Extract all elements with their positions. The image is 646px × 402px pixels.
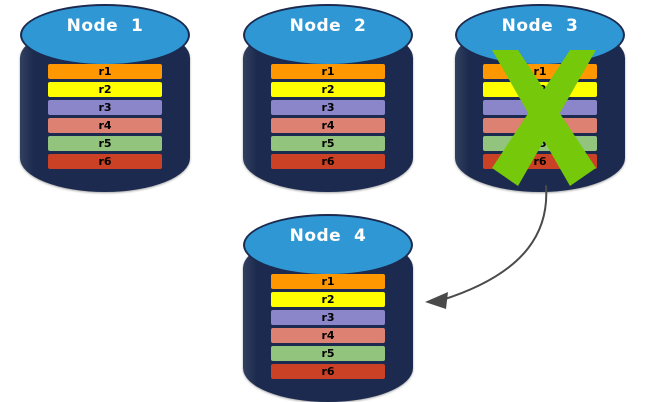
row-list: r1 r2 r3 r4 r5 r6 — [271, 274, 385, 379]
row-r4[interactable]: r4 — [271, 118, 385, 133]
node-2[interactable]: Node 2 r1 r2 r3 r4 r5 r6 — [243, 2, 413, 192]
node-3[interactable]: Node 3 r1 r2 r3 r4 r5 r6 — [455, 2, 625, 192]
row-r6[interactable]: r6 — [483, 154, 597, 169]
row-r1[interactable]: r1 — [271, 274, 385, 289]
row-r5[interactable]: r5 — [483, 136, 597, 151]
row-r6[interactable]: r6 — [271, 364, 385, 379]
node-1[interactable]: Node 1 r1 r2 r3 r4 r5 r6 — [20, 2, 190, 192]
row-list: r1 r2 r3 r4 r5 r6 — [271, 64, 385, 169]
node-label: Node 3 — [501, 16, 579, 36]
row-r2[interactable]: r2 — [483, 82, 597, 97]
row-r3[interactable]: r3 — [483, 100, 597, 115]
node-label: Node 2 — [289, 16, 367, 36]
row-r2[interactable]: r2 — [48, 82, 162, 97]
row-r4[interactable]: r4 — [271, 328, 385, 343]
row-r4[interactable]: r4 — [48, 118, 162, 133]
row-r3[interactable]: r3 — [271, 310, 385, 325]
node-label: Node 4 — [289, 226, 367, 246]
row-r2[interactable]: r2 — [271, 82, 385, 97]
row-r1[interactable]: r1 — [48, 64, 162, 79]
row-r6[interactable]: r6 — [271, 154, 385, 169]
row-r4[interactable]: r4 — [483, 118, 597, 133]
failover-arrow-icon — [425, 185, 548, 309]
row-r3[interactable]: r3 — [271, 100, 385, 115]
row-r5[interactable]: r5 — [48, 136, 162, 151]
row-r6[interactable]: r6 — [48, 154, 162, 169]
row-r5[interactable]: r5 — [271, 346, 385, 361]
row-r1[interactable]: r1 — [483, 64, 597, 79]
row-list: r1 r2 r3 r4 r5 r6 — [48, 64, 162, 169]
row-list: r1 r2 r3 r4 r5 r6 — [483, 64, 597, 169]
row-r5[interactable]: r5 — [271, 136, 385, 151]
row-r3[interactable]: r3 — [48, 100, 162, 115]
row-r2[interactable]: r2 — [271, 292, 385, 307]
node-label: Node 1 — [66, 16, 144, 36]
cylinder-top — [243, 214, 413, 276]
row-r1[interactable]: r1 — [271, 64, 385, 79]
node-4[interactable]: Node 4 r1 r2 r3 r4 r5 r6 — [243, 212, 413, 402]
